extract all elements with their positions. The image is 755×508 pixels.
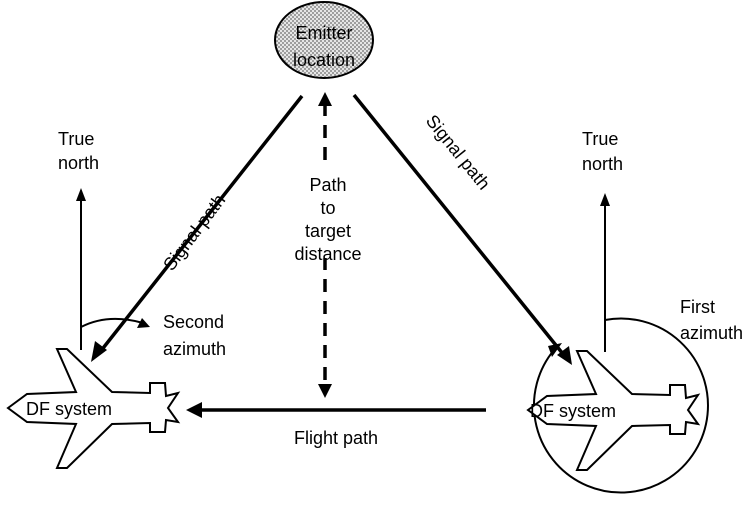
true-north-right-arrow (600, 193, 610, 352)
df-aircraft-right: DF system (526, 350, 701, 471)
true-north-left-line2: north (58, 153, 99, 173)
second-azimuth-line2: azimuth (163, 339, 226, 359)
path-to-target-line3: target (305, 221, 351, 241)
flight-path-arrow (186, 402, 486, 418)
first-azimuth-line1: First (680, 297, 715, 317)
flight-path-label: Flight path (294, 428, 378, 448)
path-to-target-arrow (290, 92, 360, 398)
emitter-label-line1: Emitter (295, 23, 352, 43)
signal-path-left-arrow (91, 94, 304, 362)
first-azimuth-arc (532, 317, 709, 494)
path-to-target-line4: distance (294, 244, 361, 264)
df-system-right-label: DF system (530, 401, 616, 421)
df-system-left-label: DF system (26, 399, 112, 419)
true-north-left-line1: True (58, 129, 94, 149)
signal-path-right-arrow (352, 93, 572, 365)
signal-path-right-label: Signal path (422, 111, 494, 194)
second-azimuth-arc (80, 317, 150, 328)
aircraft-left-outline (6, 348, 181, 469)
path-to-target-line2: to (320, 198, 335, 218)
df-aircraft-left: DF system (6, 348, 181, 469)
second-azimuth-line1: Second (163, 312, 224, 332)
signal-path-left-label: Signal path (159, 190, 229, 274)
first-azimuth-line2: azimuth (680, 323, 743, 343)
emitter-label-line2: location (293, 50, 355, 70)
true-north-left-arrow (76, 188, 86, 350)
true-north-right-line1: True (582, 129, 618, 149)
path-to-target-line1: Path (309, 175, 346, 195)
aircraft-right-outline (526, 350, 701, 471)
true-north-right-line2: north (582, 154, 623, 174)
emitter-ellipse (274, 1, 374, 79)
emitter-location: Emitter location (274, 1, 374, 79)
